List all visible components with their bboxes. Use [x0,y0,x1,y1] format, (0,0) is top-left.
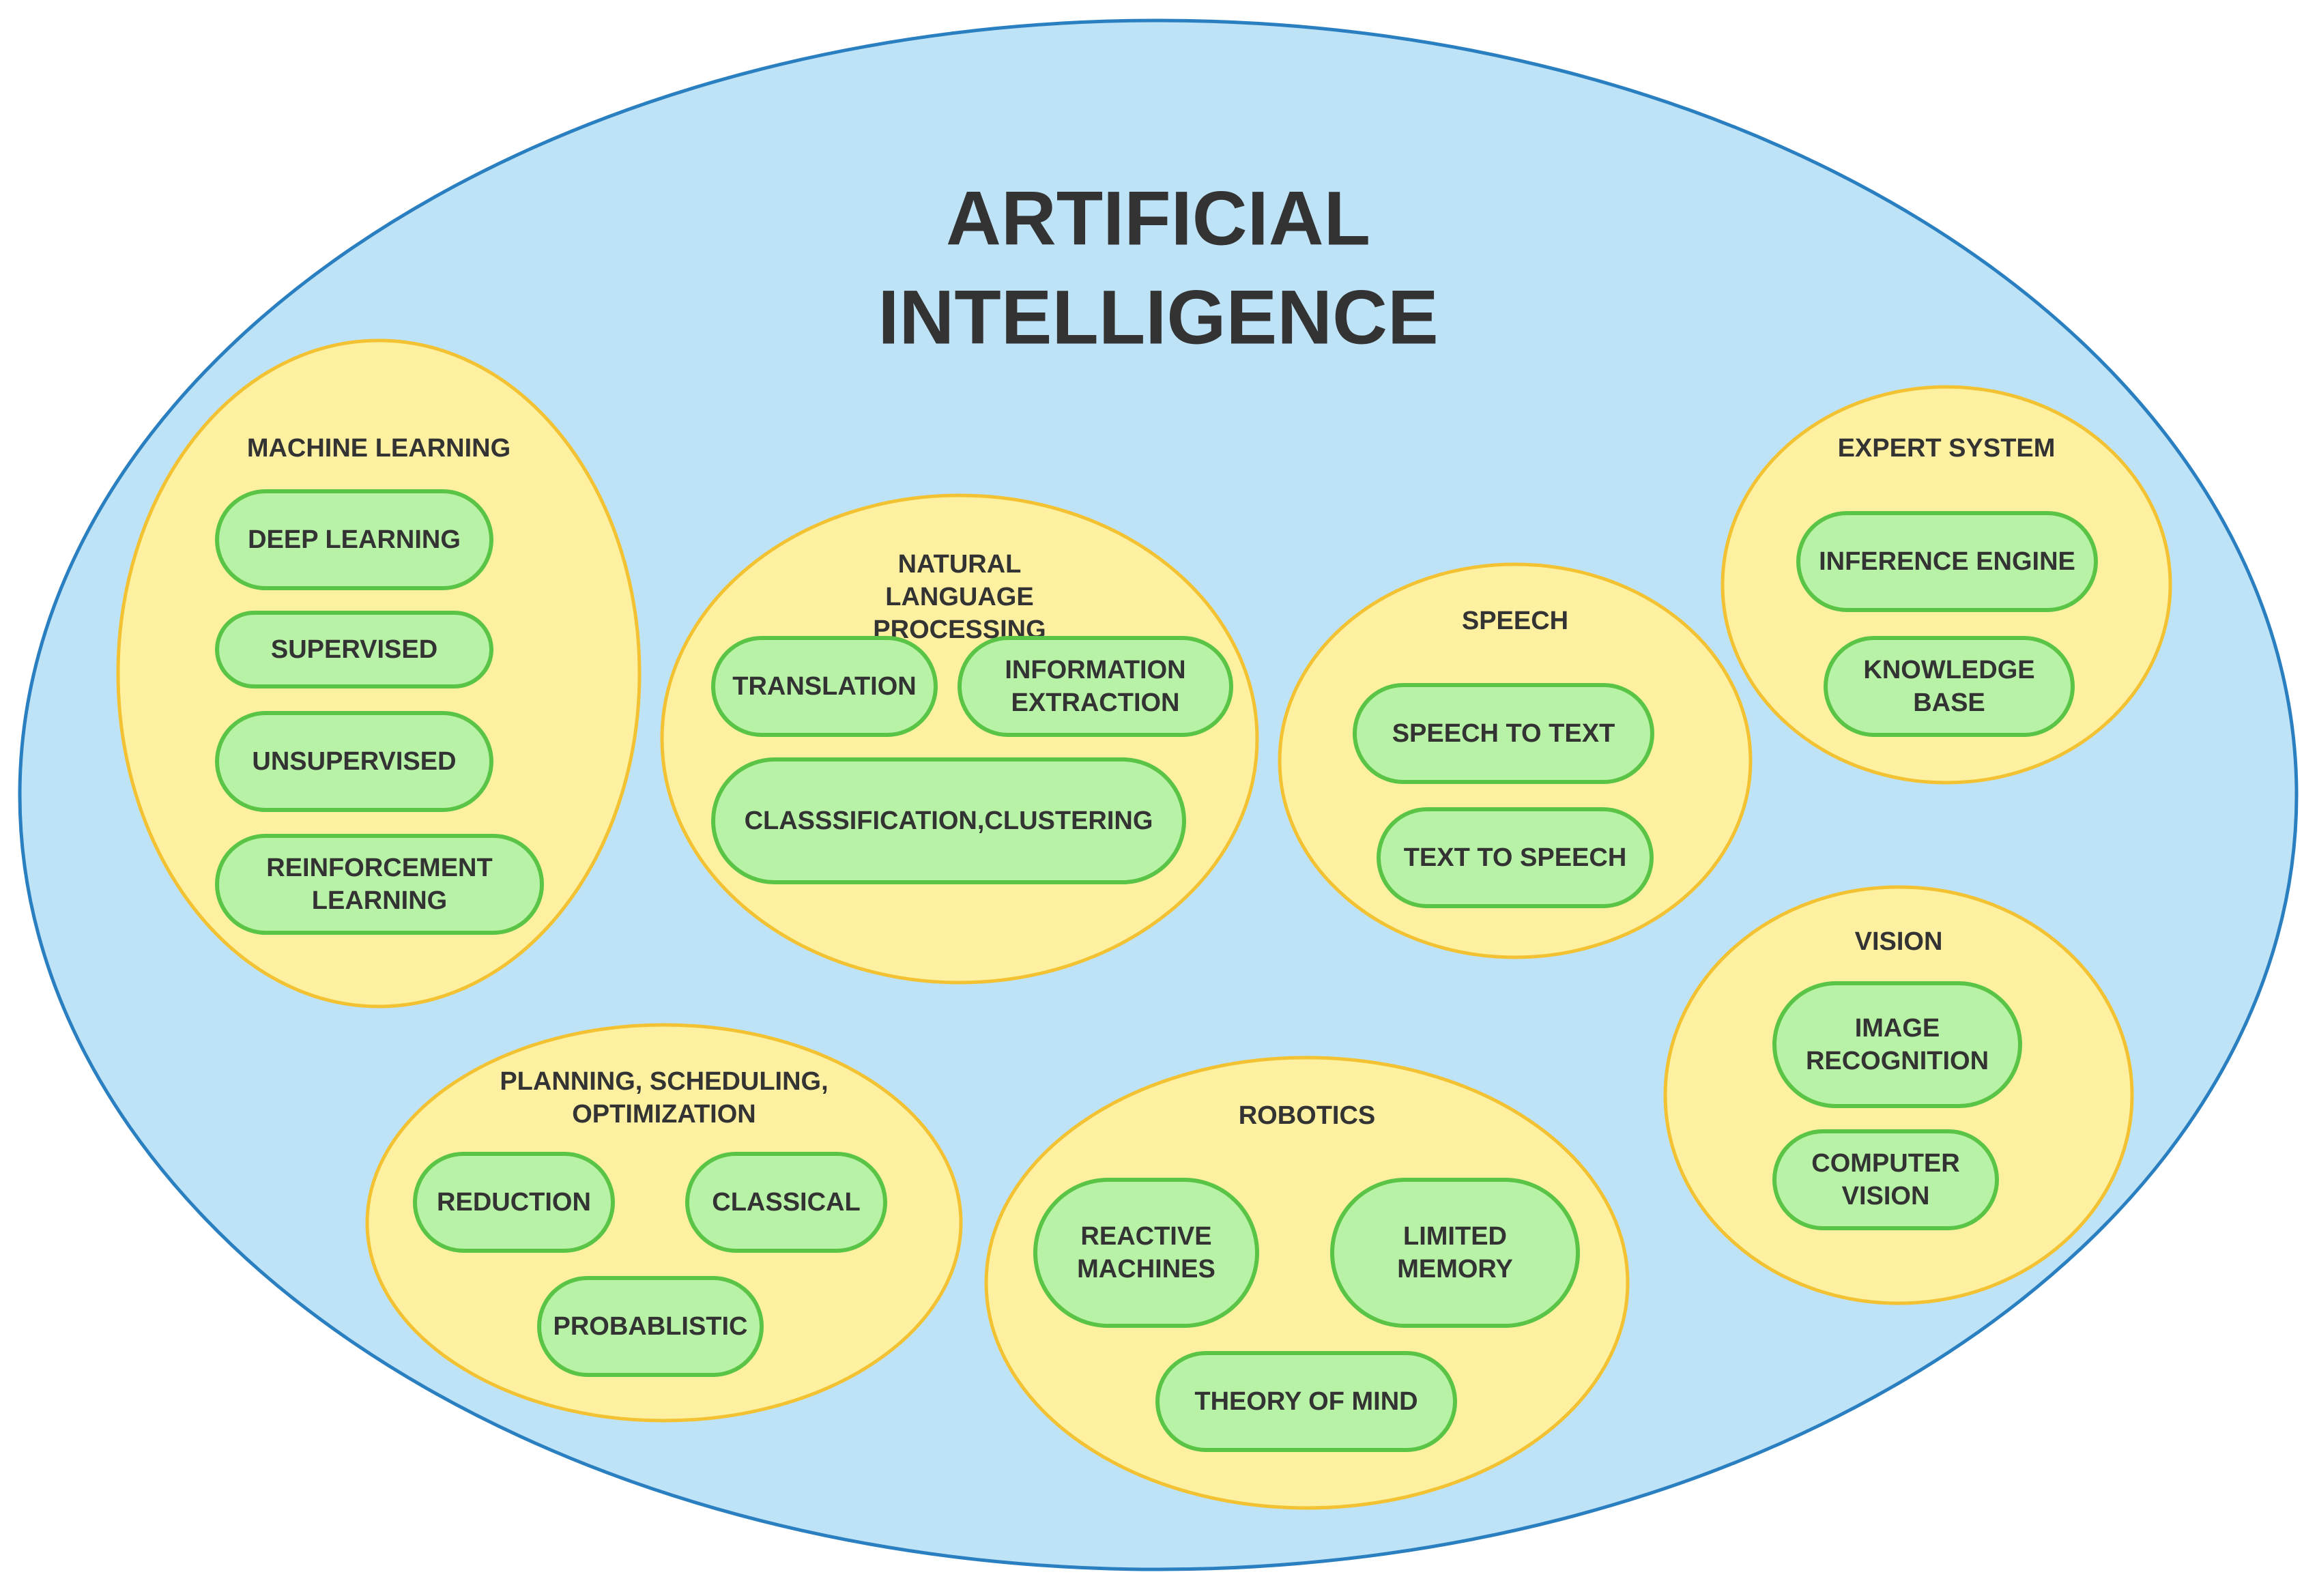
item-label-line-2: EXTRACTION [1011,688,1180,717]
item-label-line-1: REACTIVE [1080,1222,1211,1251]
item-label-line-1: REINFORCEMENT [266,854,492,882]
group-speech: SPEECH SPEECH TO TEXT TEXT TO SPEECH [1278,562,1753,959]
group-title-natural-language-processing-line-1: NATURAL [898,550,1022,579]
item-vision-1: IMAGE RECOGNITION [1772,981,2022,1108]
group-machine-learning: MACHINE LEARNING DEEP LEARNING SUPERVISED U… [116,338,642,1009]
item-box [1377,807,1654,908]
diagram-title-line-1: ARTIFICIAL [946,176,1370,261]
item-machine-learning-4: REINFORCEMENT LEARNING [215,834,544,935]
group-ellipse-planning-scheduling-optimization [365,1023,963,1423]
item-label-line-1: IMAGE [1855,1014,1940,1043]
item-label-line-1: INFORMATION [1005,656,1185,684]
item-box [711,757,1186,884]
group-vision: VISION IMAGE RECOGNITION COMPUTER VISION [1663,885,2134,1305]
item-box [1772,981,2022,1108]
item-label-line-2: MACHINES [1077,1255,1215,1283]
item-label-line-1: LIMITED [1403,1222,1507,1251]
group-title-expert-system: EXPERT SYSTEM [1838,434,2056,463]
item-box [1155,1351,1457,1452]
item-label: UNSUPERVISED [252,747,456,776]
item-box [215,611,493,688]
item-vision-2: COMPUTER VISION [1772,1129,1999,1230]
item-box [1796,511,2098,612]
item-speech-2: TEXT TO SPEECH [1377,807,1654,908]
item-planning-scheduling-optimization-1: REDUCTION [413,1152,615,1253]
item-machine-learning-2: SUPERVISED [215,611,493,688]
item-label: CLASSICAL [712,1188,860,1217]
item-label-line-2: BASE [1913,688,1985,717]
item-label: SPEECH TO TEXT [1392,719,1615,748]
item-expert-system-2: KNOWLEDGE BASE [1824,636,2075,737]
diagram-title-line-2: INTELLIGENCE [878,275,1438,360]
item-label-line-1: KNOWLEDGE [1863,656,2034,684]
group-title-vision: VISION [1855,927,1943,956]
topic-groups: MACHINE LEARNING DEEP LEARNING SUPERVISED U… [116,338,2172,1510]
item-machine-learning-1: DEEP LEARNING [215,489,493,590]
item-box [413,1152,615,1253]
item-label: PROBABLISTIC [553,1312,748,1341]
item-natural-language-processing-3: CLASSSIFICATION,CLUSTERING [711,757,1186,884]
item-label: INFERENCE ENGINE [1819,547,2075,576]
item-robotics-1: REACTIVE MACHINES [1033,1178,1259,1328]
group-title-robotics: ROBOTICS [1239,1101,1376,1130]
item-label: SUPERVISED [271,635,437,664]
item-natural-language-processing-2: INFORMATION EXTRACTION [958,636,1233,737]
item-label: DEEP LEARNING [248,525,461,554]
item-label-line-2: LEARNING [312,886,447,915]
group-title-machine-learning: MACHINE LEARNING [247,434,510,463]
group-ellipse-robotics [984,1056,1630,1510]
item-box [1353,683,1654,784]
item-box [711,636,938,737]
item-robotics-2: LIMITED MEMORY [1330,1178,1580,1328]
item-box [958,636,1233,737]
item-robotics-3: THEORY OF MIND [1155,1351,1457,1452]
group-title-planning-scheduling-optimization-line-2: OPTIMIZATION [572,1100,756,1129]
item-label-line-2: MEMORY [1397,1255,1513,1283]
item-box [537,1276,764,1377]
item-label: REDUCTION [437,1188,591,1217]
group-robotics: ROBOTICS REACTIVE MACHINES LIMITED MEMORY THE… [984,1056,1630,1510]
item-label: TRANSLATION [732,672,917,701]
item-label-line-2: RECOGNITION [1806,1047,1989,1075]
group-title-planning-scheduling-optimization-line-1: PLANNING, SCHEDULING, [500,1067,828,1096]
item-box [1772,1129,1999,1230]
group-title-natural-language-processing-line-2: LANGUAGE [885,583,1033,611]
item-label: TEXT TO SPEECH [1404,843,1627,872]
item-box [215,489,493,590]
item-speech-1: SPEECH TO TEXT [1353,683,1654,784]
item-box [685,1152,887,1253]
group-planning-scheduling-optimization: PLANNING, SCHEDULING, OPTIMIZATION REDUCTI… [365,1023,963,1423]
item-label-line-1: COMPUTER [1811,1149,1959,1178]
item-machine-learning-3: UNSUPERVISED [215,711,493,812]
item-planning-scheduling-optimization-3: PROBABLISTIC [537,1276,764,1377]
item-planning-scheduling-optimization-2: CLASSICAL [685,1152,887,1253]
item-label: THEORY OF MIND [1194,1387,1417,1416]
group-natural-language-processing: NATURALLANGUAGEPROCESSINGTRANSLATIONINFO… [660,493,1259,985]
group-title-speech: SPEECH [1462,607,1568,635]
item-label-line-2: VISION [1842,1182,1930,1210]
item-box [215,711,493,812]
group-expert-system: EXPERT SYSTEM INFERENCE ENGINE KNOWLEDGE BA… [1721,385,2172,785]
item-box [1330,1178,1580,1328]
item-natural-language-processing-1: TRANSLATION [711,636,938,737]
item-label: CLASSSIFICATION,CLUSTERING [745,807,1153,835]
item-expert-system-1: INFERENCE ENGINE [1796,511,2098,612]
item-box [215,834,544,935]
item-box [1824,636,2075,737]
item-box [1033,1178,1259,1328]
